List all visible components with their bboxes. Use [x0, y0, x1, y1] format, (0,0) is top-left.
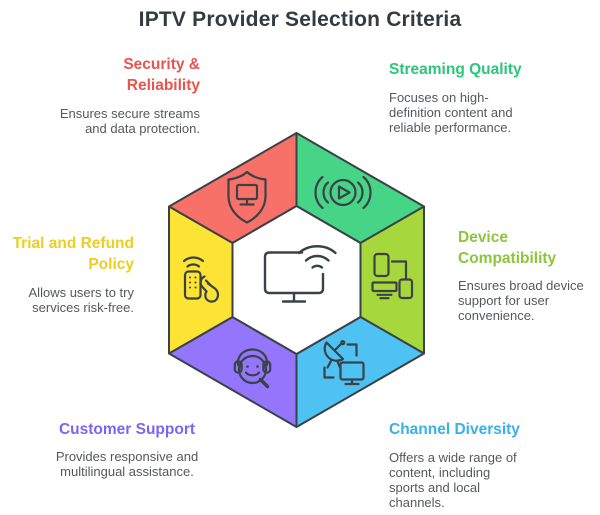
shield-tv-icon [227, 170, 267, 224]
criterion-block-trial-refund: Trial and Refund Policy Allows users to … [0, 233, 134, 315]
remote-buttons [189, 276, 197, 289]
criterion-heading-trial-refund: Trial and Refund Policy [12, 235, 134, 273]
criterion-block-security-reliability: Security & Reliability Ensures secure st… [40, 54, 200, 136]
criterion-description-streaming-quality: Focuses on high- definition content and … [389, 90, 513, 135]
criterion-description-device-compatibility: Ensures broad device support for user co… [458, 278, 584, 323]
satellite-tv-icon [323, 340, 365, 386]
headset-face-eyes [246, 365, 259, 368]
criterion-block-customer-support: Customer Support Provides responsive and… [27, 419, 227, 479]
criterion-description-security-reliability: Ensures secure streams and data protecti… [59, 106, 200, 136]
criterion-block-channel-diversity: Channel Diversity Offers a wide range of… [389, 419, 564, 510]
criterion-block-device-compatibility: Device Compatibility Ensures broad devic… [458, 227, 596, 323]
criterion-description-customer-support: Provides responsive and multilingual ass… [55, 449, 199, 479]
remote-hand-icon [182, 256, 220, 303]
criterion-heading-device-compatibility: Device Compatibility [458, 229, 557, 267]
criterion-heading-customer-support: Customer Support [58, 421, 196, 438]
criterion-description-trial-refund: Allows users to try services risk-free. [28, 285, 134, 315]
page-title: IPTV Provider Selection Criteria [138, 8, 462, 31]
criterion-description-channel-diversity: Offers a wide range of content, includin… [389, 450, 517, 510]
hexagon-diagram [168, 132, 425, 428]
smart-tv-wifi-icon [263, 245, 337, 303]
multi-device-icon [371, 252, 414, 300]
criterion-heading-channel-diversity: Channel Diversity [389, 421, 520, 438]
center-hexagon [231, 205, 362, 355]
criterion-block-streaming-quality: Streaming Quality Focuses on high- defin… [389, 59, 554, 135]
criterion-heading-security-reliability: Security & Reliability [123, 56, 200, 94]
support-headset-icon [233, 348, 272, 389]
criterion-heading-streaming-quality: Streaming Quality [389, 61, 522, 78]
broadcast-play-icon [314, 175, 372, 210]
